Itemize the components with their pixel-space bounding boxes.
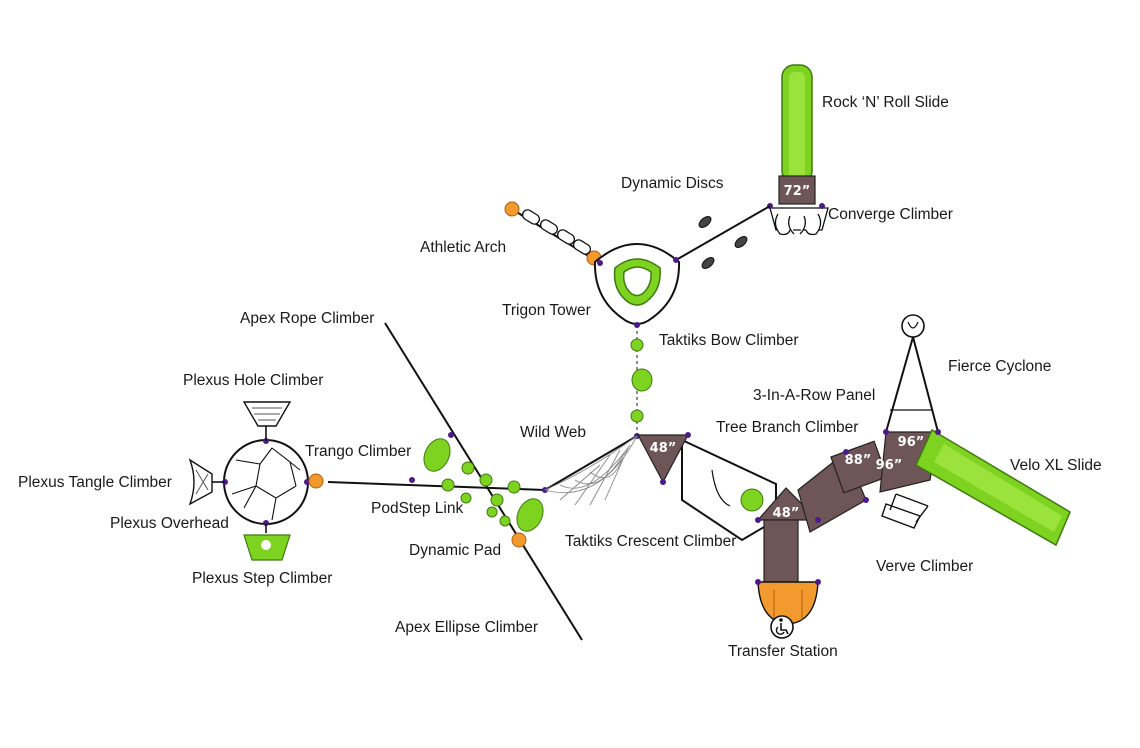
label-apex-rope-climber: Apex Rope Climber — [240, 310, 375, 327]
label-trango-climber: Trango Climber — [305, 443, 412, 460]
verve-climber — [881, 493, 929, 529]
label-fierce-cyclone: Fierce Cyclone — [948, 358, 1052, 375]
trango-climber — [308, 473, 324, 489]
deck-connectors — [660, 429, 941, 585]
plexus-hole-climber — [242, 401, 292, 441]
taktiks-crescent-climber — [681, 438, 777, 542]
ramp-deck: 88” — [797, 440, 888, 533]
triangle-deck: 48” — [637, 434, 689, 484]
deck-height-upper-a: 96” — [898, 435, 925, 450]
fierce-cyclone — [885, 314, 939, 433]
velo-xl-slide — [915, 428, 1071, 547]
label-wild-web: Wild Web — [520, 424, 587, 441]
plexus-overhead — [222, 438, 310, 526]
wheelchair-icon — [770, 615, 794, 639]
deck-height-ramp: 88” — [845, 453, 872, 468]
label-converge-climber: Converge Climber — [828, 206, 953, 223]
plexus-tangle-climber — [188, 458, 225, 506]
converge-climber — [769, 207, 829, 236]
label-plexus-tangle-climber: Plexus Tangle Climber — [18, 474, 172, 491]
label-transfer-station: Transfer Station — [728, 643, 838, 660]
connection-lines — [327, 205, 771, 641]
label-plexus-overhead: Plexus Overhead — [110, 515, 229, 532]
label-3-in-a-row-panel: 3-In-A-Row Panel — [753, 387, 876, 404]
label-taktiks-bow-climber: Taktiks Bow Climber — [659, 332, 799, 349]
deck-height-slide: 72” — [784, 184, 811, 199]
label-trigon-tower: Trigon Tower — [502, 302, 591, 319]
label-plexus-step-climber: Plexus Step Climber — [192, 570, 333, 587]
label-athletic-arch: Athletic Arch — [420, 239, 507, 256]
label-plexus-hole-climber: Plexus Hole Climber — [183, 372, 324, 389]
label-dynamic-pad: Dynamic Pad — [409, 542, 502, 559]
athletic-arch — [504, 201, 602, 266]
deck-height-upper-b: 96” — [876, 458, 903, 473]
label-rock-n-roll-slide: Rock ‘N’ Roll Slide — [822, 94, 949, 111]
apex-rope-climber — [423, 438, 544, 532]
main-deck: 48” — [756, 487, 820, 583]
dynamic-discs — [698, 216, 748, 269]
label-dynamic-discs: Dynamic Discs — [621, 175, 724, 192]
plexus-step-climber — [243, 523, 291, 561]
label-verve-climber: Verve Climber — [876, 558, 974, 575]
wild-web — [544, 435, 638, 506]
dynamic-pad — [511, 532, 527, 548]
label-apex-ellipse-climber: Apex Ellipse Climber — [395, 619, 538, 636]
deck-height-triangle: 48” — [650, 441, 677, 456]
deck-height-main: 48” — [773, 506, 800, 521]
label-taktiks-crescent-climber: Taktiks Crescent Climber — [565, 533, 737, 550]
podstep-link — [441, 461, 521, 527]
rock-n-roll-slide: 72” — [778, 64, 816, 205]
trigon-tower — [593, 243, 681, 325]
label-podstep-link: PodStep Link — [371, 500, 464, 517]
label-tree-branch-climber: Tree Branch Climber — [716, 419, 859, 436]
label-velo-xl-slide: Velo XL Slide — [1010, 457, 1102, 474]
taktiks-bow-climber — [630, 338, 653, 423]
